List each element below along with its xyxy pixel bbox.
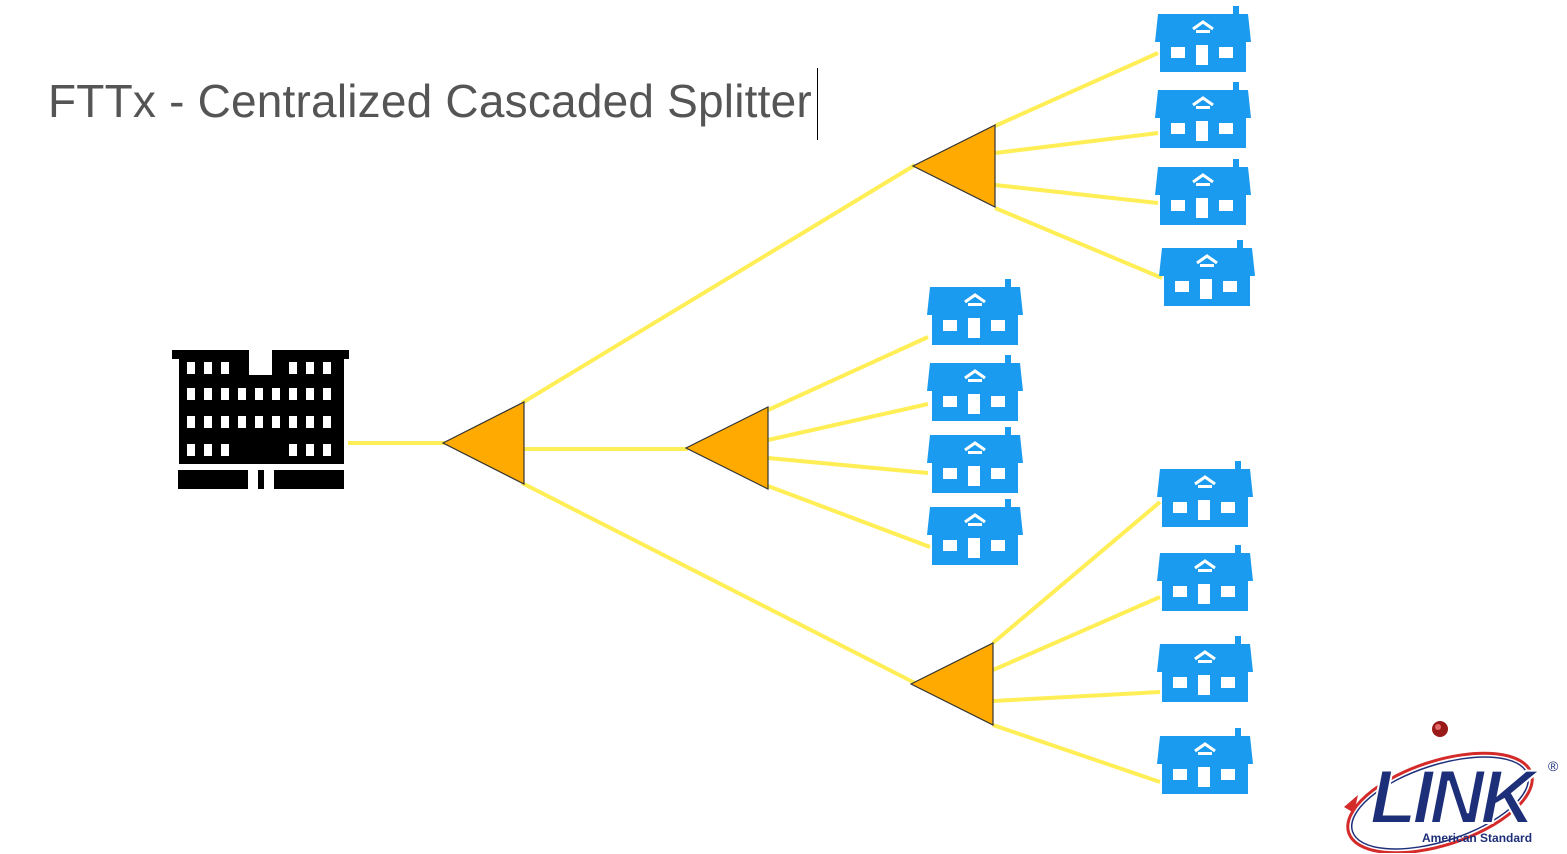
house-icon <box>1157 545 1253 611</box>
house-icon <box>927 499 1023 565</box>
office-building-icon <box>172 350 349 489</box>
slide-title: FTTx - Centralized Cascaded Splitter <box>48 75 812 127</box>
home-group-bottom <box>1157 461 1253 794</box>
home-group-middle <box>927 279 1023 565</box>
fiber-line <box>767 484 931 549</box>
house-icon <box>927 279 1023 345</box>
fiber-line <box>521 481 916 685</box>
fiber-line <box>992 690 1161 703</box>
fiber-line <box>994 51 1159 128</box>
text-cursor <box>817 68 818 140</box>
splitter-triangle-icon <box>911 124 996 208</box>
house-icon <box>1157 728 1253 794</box>
fiber-line <box>992 595 1161 672</box>
splitters <box>441 124 996 726</box>
fiber-line <box>520 163 917 405</box>
house-icon <box>1157 461 1253 527</box>
logo-tagline: American Standard <box>1422 831 1533 845</box>
svg-text:®: ® <box>1548 758 1559 774</box>
house-icon <box>1159 240 1255 306</box>
fiber-line <box>994 131 1159 155</box>
fiber-lines <box>348 51 1163 784</box>
fiber-line <box>994 183 1159 205</box>
fiber-line <box>767 335 929 412</box>
splitter-triangle-icon <box>684 406 769 490</box>
house-icon <box>927 427 1023 493</box>
fiber-line <box>994 206 1163 280</box>
house-icon <box>1155 82 1251 148</box>
house-icon <box>1157 636 1253 702</box>
fiber-line <box>992 723 1161 784</box>
splitter-triangle-icon <box>909 642 994 726</box>
splitter-triangle-icon <box>441 401 525 485</box>
fiber-line <box>767 456 929 475</box>
house-icon <box>927 355 1023 421</box>
house-icon <box>1155 6 1251 72</box>
house-icon <box>1155 159 1251 225</box>
fiber-line <box>991 500 1162 645</box>
svg-text:LINK: LINK <box>1370 755 1540 840</box>
link-logo: LINK ® <box>1344 721 1559 853</box>
home-group-top <box>1155 6 1255 306</box>
fiber-line <box>767 402 929 442</box>
